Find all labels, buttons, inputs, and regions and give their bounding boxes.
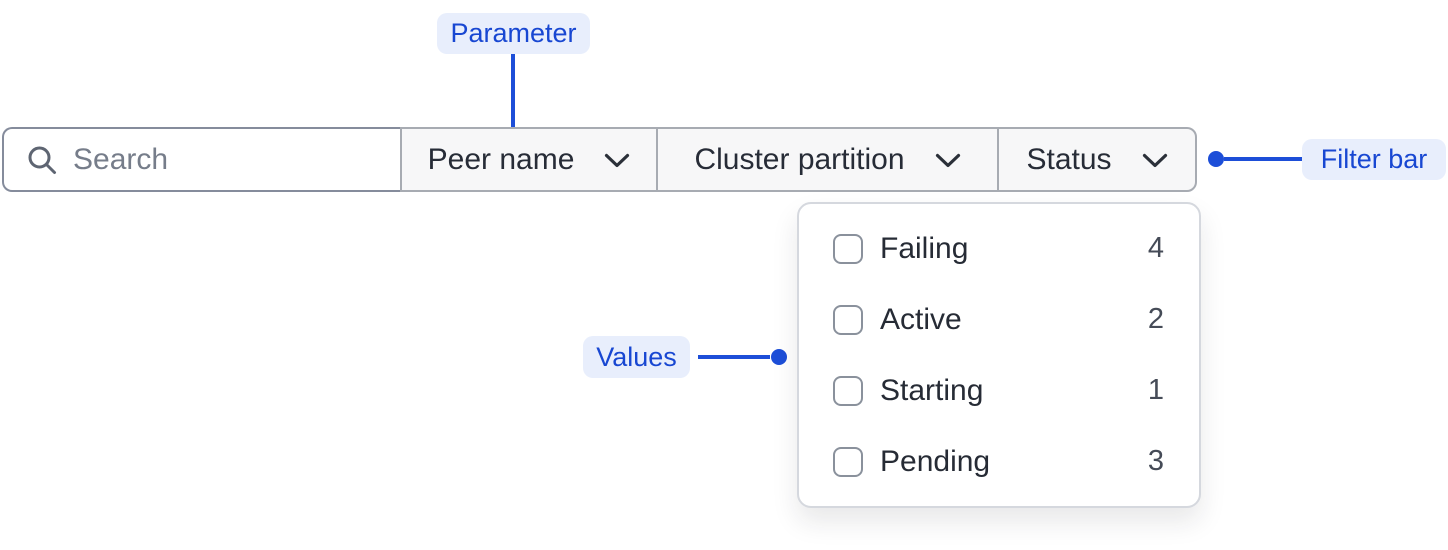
annotation-filter-bar-badge: Filter bar [1302,139,1446,180]
search-box[interactable] [2,127,400,192]
option-label: Failing [880,231,969,265]
filter-option-pending[interactable]: Pending 3 [833,426,1164,497]
checkbox-active[interactable] [833,304,863,335]
annotation-values-badge: Values [583,336,690,378]
filter-dropdown-peer-name[interactable]: Peer name [400,127,656,192]
filter-dropdown-status[interactable]: Status [997,127,1197,192]
connector-line-values [698,355,770,359]
checkbox-starting[interactable] [833,375,863,406]
connector-line-parameter [511,54,515,136]
status-filter-dropdown-panel: Failing 4 Active 2 Starting 1 Pending 3 [797,202,1201,508]
chevron-down-icon [1142,153,1168,169]
chevron-down-icon [935,153,961,169]
connector-dot-filter-bar [1208,151,1224,167]
option-label: Starting [880,373,984,407]
connector-line-filter-bar [1224,157,1302,161]
filter-option-failing[interactable]: Failing 4 [833,213,1164,284]
checkbox-pending[interactable] [833,446,863,477]
search-icon [26,144,58,176]
filter-dropdown-cluster-partition[interactable]: Cluster partition [656,127,997,192]
option-count: 3 [1147,445,1164,477]
checkbox-failing[interactable] [833,233,863,264]
option-count: 4 [1147,232,1164,264]
filter-option-starting[interactable]: Starting 1 [833,355,1164,426]
option-label: Pending [880,444,991,478]
filter-dropdown-label: Status [1026,142,1112,176]
filter-bar: Peer name Cluster partition Status [2,127,1197,192]
option-count: 1 [1147,374,1164,406]
option-count: 2 [1147,303,1164,335]
option-label: Active [880,302,962,336]
filter-dropdown-label: Peer name [427,142,575,176]
filter-dropdown-label: Cluster partition [694,142,905,176]
chevron-down-icon [604,153,630,169]
annotation-parameter-badge: Parameter [437,13,590,54]
filter-option-active[interactable]: Active 2 [833,284,1164,355]
connector-dot-values [771,349,787,365]
search-input[interactable] [73,142,373,177]
